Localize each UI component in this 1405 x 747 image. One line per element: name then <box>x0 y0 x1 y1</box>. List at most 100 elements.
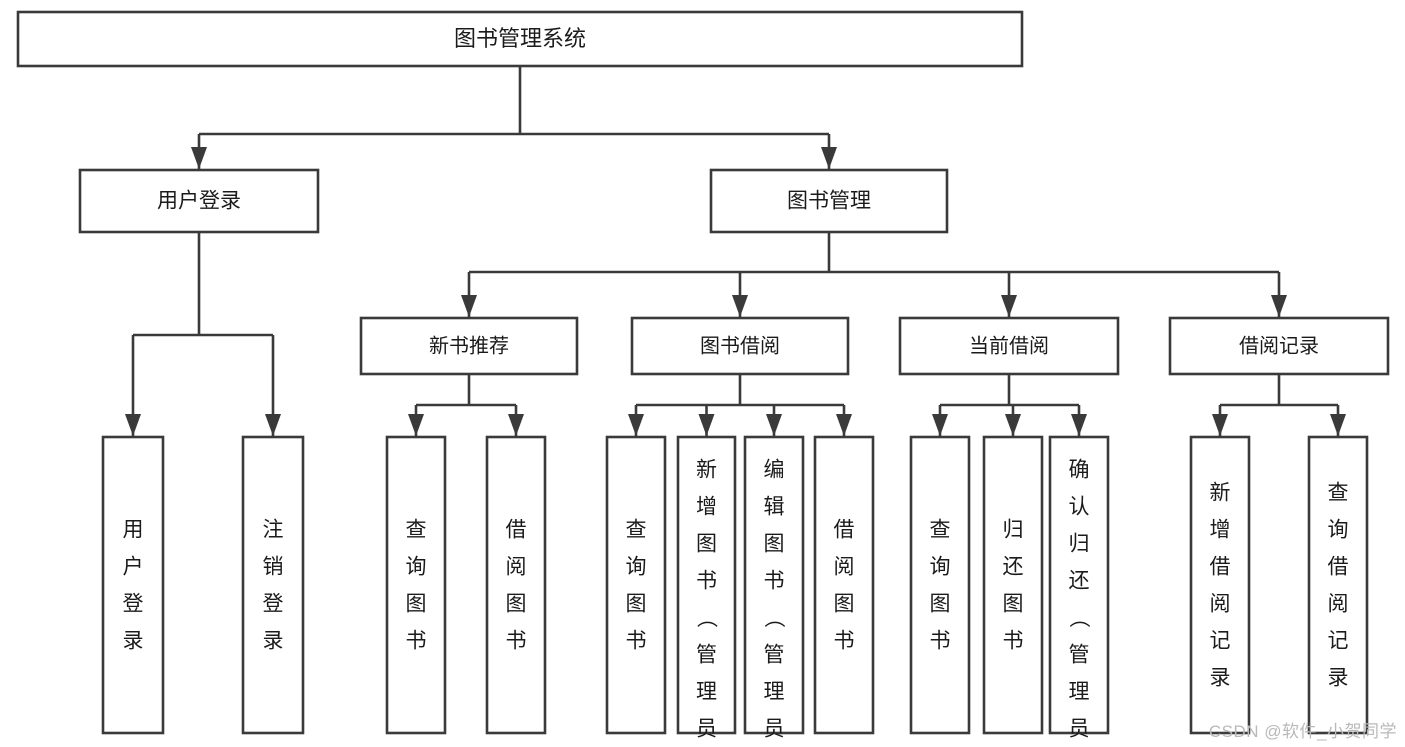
leaf-label-char: 录 <box>1328 667 1349 690</box>
arrow-head-icon <box>125 414 141 436</box>
leaf-label-char: 记 <box>1328 630 1349 653</box>
arrow-head-icon <box>461 295 477 317</box>
leaf-label-char: 登 <box>123 593 144 616</box>
leaf-label-char: 员 <box>1069 718 1090 741</box>
leaf-label-char: 图 <box>506 593 527 616</box>
arrow-head-icon <box>628 414 644 436</box>
arrow-head-icon <box>698 414 715 436</box>
leaf-rect <box>385 435 447 735</box>
leaf-rect <box>101 435 165 735</box>
arrow-head-icon <box>191 147 207 169</box>
arrow-head-icon <box>1212 414 1228 436</box>
leaf-label-char: 理 <box>764 681 785 704</box>
leaf-label-char: 员 <box>696 718 717 741</box>
leaf-label-char: 管 <box>1069 644 1090 667</box>
leaf-rect <box>909 435 971 735</box>
node-label: 当前借阅 <box>969 334 1049 357</box>
node-rect <box>78 168 320 234</box>
leaf-label-char: 还 <box>1003 556 1024 579</box>
node-label: 新书推荐 <box>429 334 509 357</box>
node-user-login[interactable]: 用户登录 <box>78 168 320 234</box>
leaf-label-char: 户 <box>123 556 144 579</box>
node-rect <box>630 316 850 376</box>
node-new-book-recommend[interactable]: 新书推荐 <box>359 316 579 376</box>
leaf-label-char: 注 <box>263 519 284 542</box>
leaf-label-char: 图 <box>834 593 855 616</box>
leaf-label-char: 记 <box>1210 630 1231 653</box>
leaf-label-char: 书 <box>506 630 527 653</box>
connector-layer <box>125 66 1346 436</box>
leaf-label-char: 录 <box>1210 667 1231 690</box>
leaf-label-char: 销 <box>263 556 284 579</box>
leaf-label-char: 用 <box>123 519 144 542</box>
leaf-label-char: 查 <box>1328 482 1349 505</box>
leaf-rect <box>1189 435 1251 735</box>
node-book-borrow[interactable]: 图书借阅 <box>630 316 850 376</box>
leaf-label-char: 增 <box>696 496 717 519</box>
leaf-rect <box>605 435 667 735</box>
node-book-management[interactable]: 图书管理 <box>709 168 949 234</box>
arrow-head-icon <box>821 147 837 169</box>
leaf-label-char: 询 <box>1328 519 1349 542</box>
leaf-label-char: 归 <box>1003 519 1024 542</box>
leaf-label-char: 登 <box>263 593 284 616</box>
arrow-head-icon <box>408 414 424 436</box>
node-label: 图书借阅 <box>700 334 780 357</box>
node-label: 借阅记录 <box>1239 334 1319 357</box>
node-layer: 图书管理系统用户登录图书管理新书推荐图书借阅当前借阅借阅记录用户登录注销登录查询… <box>16 10 1390 747</box>
leaf-label-char: 借 <box>1210 556 1231 579</box>
arrow-head-icon <box>1330 414 1346 436</box>
leaf-rect <box>813 435 875 735</box>
leaf-label-char: 查 <box>406 519 427 542</box>
node-rect <box>898 316 1120 376</box>
leaf-rect <box>743 435 805 735</box>
node-label: 图书管理系统 <box>454 26 586 51</box>
leaf-label-char: 辑 <box>764 496 785 519</box>
leaf-rect <box>241 435 305 735</box>
arrow-head-icon <box>265 414 281 436</box>
leaf-label-char: 图 <box>406 593 427 616</box>
leaf-label-char: 借 <box>834 519 855 542</box>
leaf-label-char: 阅 <box>834 556 855 579</box>
leaf-label-char: 理 <box>1069 681 1090 704</box>
node-root[interactable]: 图书管理系统 <box>16 10 1024 68</box>
leaf-label-char: 员 <box>764 718 785 741</box>
watermark-text: CSDN @软件_小贺同学 <box>1208 722 1397 741</box>
leaf-rect <box>982 435 1044 735</box>
leaf-label-char: 询 <box>406 556 427 579</box>
node-label: 用户登录 <box>157 190 241 213</box>
leaf-label-char: 阅 <box>1328 593 1349 616</box>
leaf-label-char: 借 <box>506 519 527 542</box>
leaf-label-char: 书 <box>930 630 951 653</box>
leaf-label-char: 新 <box>696 459 717 482</box>
node-label: 图书管理 <box>787 190 871 213</box>
leaf-leaf-user-login[interactable]: 用户登录 <box>101 435 165 735</box>
arrow-head-icon <box>1071 414 1087 436</box>
leaf-label-char: 阅 <box>1210 593 1231 616</box>
leaf-label-char: 新 <box>1210 482 1231 505</box>
node-borrow-record[interactable]: 借阅记录 <box>1168 316 1390 376</box>
leaf-label-char: 增 <box>1210 519 1231 542</box>
leaf-label-char: 书 <box>1003 630 1024 653</box>
leaf-label-char: 查 <box>930 519 951 542</box>
leaf-label-char: 理 <box>696 681 717 704</box>
node-current-borrow[interactable]: 当前借阅 <box>898 316 1120 376</box>
arrow-head-icon <box>508 414 524 436</box>
node-rect <box>359 316 579 376</box>
leaf-label-char: 图 <box>930 593 951 616</box>
leaf-label-char: 书 <box>406 630 427 653</box>
leaf-label-char: （ <box>1067 607 1090 628</box>
